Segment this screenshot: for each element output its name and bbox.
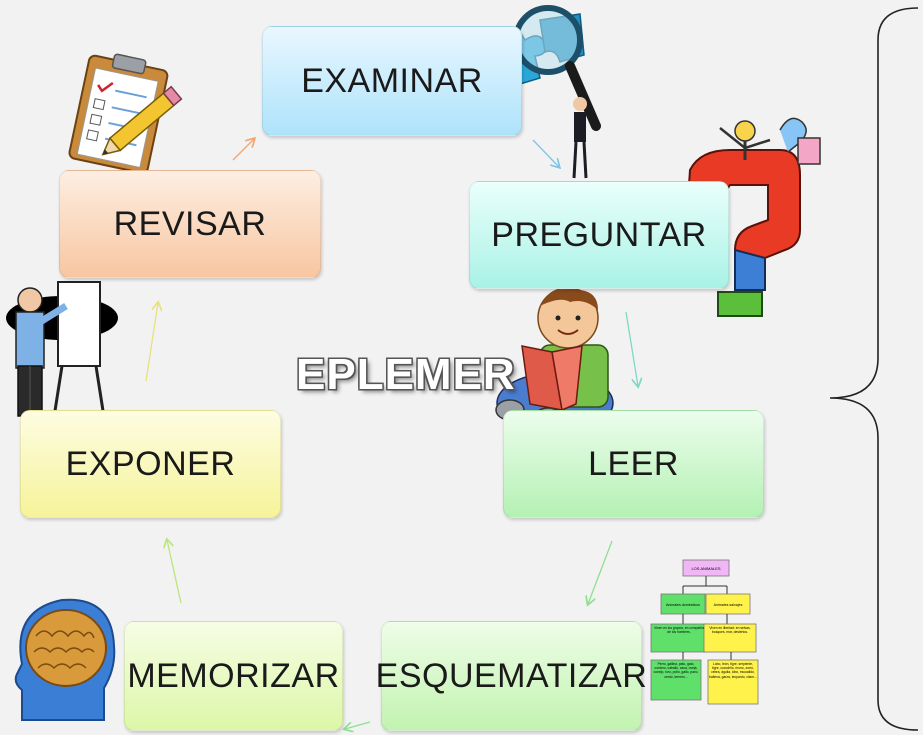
step-esquematizar: ESQUEMATIZAR bbox=[376, 621, 647, 731]
step-esquematizar-label: ESQUEMATIZAR bbox=[375, 656, 648, 695]
step-memorizar: MEMORIZAR bbox=[124, 621, 343, 731]
step-exponer-label: EXPONER bbox=[65, 444, 236, 483]
mind-map-list-left: Perro, gallina, pato, gato, cordero, cab… bbox=[653, 662, 699, 679]
mind-map-branch-right: Animales salvajes bbox=[714, 603, 743, 607]
step-exponer: EXPONER bbox=[20, 410, 281, 518]
arrow-leer-esquematizar bbox=[588, 540, 613, 604]
presenter-icon bbox=[6, 281, 118, 431]
step-leer-label: LEER bbox=[588, 444, 679, 483]
mind-map-list-left-box: Perro, gallina, pato, gato, cordero, cab… bbox=[653, 662, 699, 679]
mind-map-list-right-box: Lobo, león, tigre, serpiente, tigre, coc… bbox=[709, 662, 757, 679]
mind-map-desc-right-box: Viven en libertad: en selvas, bosques, m… bbox=[709, 626, 751, 635]
curly-brace bbox=[829, 7, 919, 731]
step-revisar: REVISAR bbox=[59, 170, 321, 278]
arrow-examinar-preguntar bbox=[532, 139, 559, 167]
arrow-memorizar-exponer bbox=[167, 540, 182, 604]
pencil-icon bbox=[101, 85, 183, 156]
clipboard-icon bbox=[68, 53, 169, 174]
arrow-preguntar-leer bbox=[625, 311, 638, 386]
mind-map-desc-right: Viven en libertad: en selvas, bosques, m… bbox=[709, 626, 751, 635]
mind-map-desc-left: Viven en los grupos, en compañía de los … bbox=[654, 626, 704, 635]
mind-map-desc-left-box: Viven en los grupos, en compañía de los … bbox=[654, 626, 704, 635]
mind-map-root: LOS ANIMALES bbox=[691, 566, 720, 571]
step-examinar-label: EXAMINAR bbox=[301, 61, 483, 100]
diagram-title: EPLEMER bbox=[296, 350, 516, 399]
arrow-exponer-revisar bbox=[145, 303, 158, 382]
arrow-revisar-examinar bbox=[232, 139, 254, 161]
step-leer: LEER bbox=[503, 410, 764, 518]
step-memorizar-label: MEMORIZAR bbox=[127, 656, 340, 695]
step-examinar: EXAMINAR bbox=[262, 26, 522, 136]
step-preguntar-label: PREGUNTAR bbox=[491, 215, 707, 254]
mind-map-list-right: Lobo, león, tigre, serpiente, tigre, coc… bbox=[709, 662, 757, 679]
step-preguntar: PREGUNTAR bbox=[469, 181, 729, 289]
step-revisar-label: REVISAR bbox=[113, 204, 267, 243]
arrow-esquematizar-memorizar bbox=[345, 721, 371, 729]
mind-map-icon: LOS ANIMALES Animales domésticos Animale… bbox=[650, 559, 759, 705]
mind-map-branch-left: Animales domésticos bbox=[666, 603, 700, 607]
brain-head-icon bbox=[14, 598, 116, 721]
